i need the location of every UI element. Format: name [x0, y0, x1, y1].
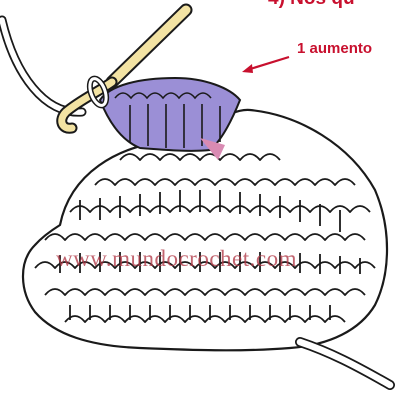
watermark: www.mundocrochet.com: [56, 246, 297, 272]
yarn-tail: [300, 342, 390, 385]
annotation-arrow: [242, 57, 289, 73]
highlighted-stitches: [100, 78, 240, 160]
